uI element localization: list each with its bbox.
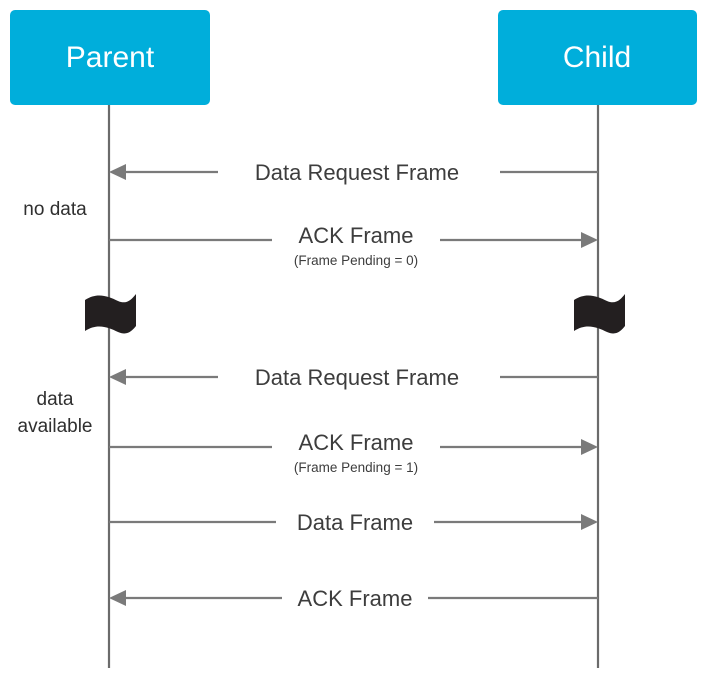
actor-box-parent[interactable] bbox=[10, 10, 210, 105]
break-flag-icon-child bbox=[574, 294, 625, 334]
actor-label-child: Child bbox=[563, 41, 631, 74]
message-1-label: Data Request Frame bbox=[255, 160, 459, 185]
note-no-data-line-1: no data bbox=[23, 199, 87, 220]
message-5-data-frame: Data Frame bbox=[109, 510, 598, 535]
message-2-sublabel: (Frame Pending = 0) bbox=[294, 253, 418, 268]
message-3-label: Data Request Frame bbox=[255, 365, 459, 390]
note-data-available-line-2: available bbox=[18, 416, 93, 437]
break-symbol-parent bbox=[85, 294, 136, 334]
message-1-data-request-frame: Data Request Frame bbox=[109, 160, 598, 185]
message-4-label: ACK Frame bbox=[299, 430, 414, 455]
message-2-arrowhead-right bbox=[581, 232, 598, 248]
actor-label-parent: Parent bbox=[66, 41, 155, 74]
message-4-arrowhead-right bbox=[581, 439, 598, 455]
actor-header-child[interactable]: Child bbox=[498, 10, 697, 105]
note-data-available: data available bbox=[18, 389, 93, 437]
actor-box-child[interactable] bbox=[498, 10, 697, 105]
note-data-available-line-1: data bbox=[37, 389, 74, 410]
message-6-ack-frame: ACK Frame bbox=[109, 586, 598, 611]
message-4-ack-frame: ACK Frame (Frame Pending = 1) bbox=[109, 430, 598, 475]
actor-header-parent[interactable]: Parent bbox=[10, 10, 210, 105]
message-3-data-request-frame: Data Request Frame bbox=[109, 365, 598, 390]
message-2-ack-frame: ACK Frame (Frame Pending = 0) bbox=[109, 223, 598, 268]
message-5-arrowhead-right bbox=[581, 514, 598, 530]
message-1-arrowhead-left bbox=[109, 164, 126, 180]
message-6-label: ACK Frame bbox=[298, 586, 413, 611]
message-4-sublabel: (Frame Pending = 1) bbox=[294, 460, 418, 475]
lifelines bbox=[107, 105, 600, 668]
message-3-arrowhead-left bbox=[109, 369, 126, 385]
message-2-label: ACK Frame bbox=[299, 223, 414, 248]
break-symbol-child bbox=[574, 294, 625, 334]
message-6-arrowhead-left bbox=[109, 590, 126, 606]
message-5-label: Data Frame bbox=[297, 510, 413, 535]
note-no-data: no data bbox=[23, 199, 87, 220]
break-flag-icon-parent bbox=[85, 294, 136, 334]
